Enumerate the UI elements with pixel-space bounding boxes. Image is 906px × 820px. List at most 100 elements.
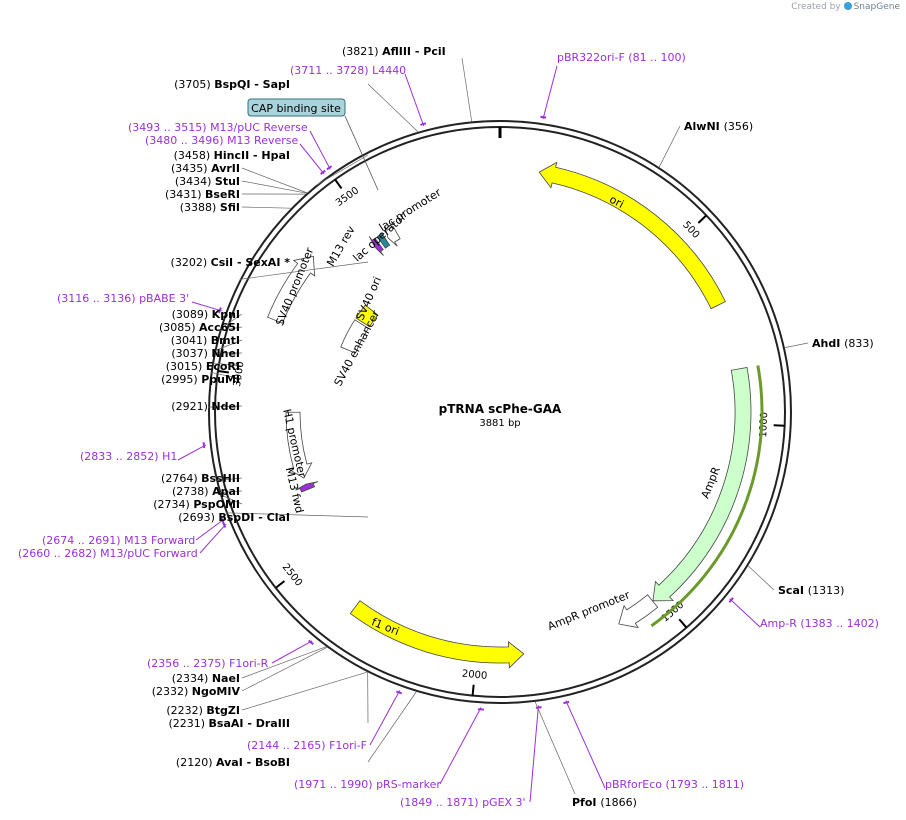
cap-binding-site[interactable]: CAP binding site <box>247 98 346 117</box>
primer-text-b: M13 Reverse <box>227 134 298 147</box>
feature-label: lac operator <box>351 210 410 265</box>
restriction-site[interactable]: (3037) NheI <box>171 347 240 360</box>
site-position: (3037) <box>171 347 211 360</box>
restriction-site[interactable]: AhdI (833) <box>812 337 874 350</box>
restriction-site[interactable]: (3458) HincII - HpaI <box>174 149 290 162</box>
restriction-site[interactable]: (2764) BssHII <box>161 472 240 485</box>
site-position: (2995) <box>161 373 201 386</box>
leader-lines-layer <box>177 57 809 803</box>
restriction-site[interactable]: (3434) StuI <box>175 175 240 188</box>
primer-label: (1971 .. 1990) pRS-marker <box>294 778 441 791</box>
restriction-site[interactable]: AlwNI (356) <box>684 120 753 133</box>
f1-ori-feature[interactable] <box>349 600 525 669</box>
primer-label: (2144 .. 2165) F1ori-F <box>247 739 367 752</box>
site-leader-line <box>658 125 681 168</box>
restriction-site[interactable]: ScaI (1313) <box>778 584 844 597</box>
restriction-site[interactable]: (3089) KpnI <box>172 308 240 321</box>
primer-leader-line <box>271 640 313 664</box>
ampr-promoter-feature[interactable] <box>618 594 659 629</box>
restriction-site[interactable]: (3705) BspQI - SapI <box>174 78 290 91</box>
site-leader-line <box>784 342 809 348</box>
primer-binding-site[interactable]: (1971 .. 1990) pRS-marker <box>294 778 441 791</box>
sv40-promoter-feature[interactable] <box>267 255 316 324</box>
site-label: (3434) StuI <box>175 175 240 188</box>
site-leader-line <box>241 646 327 679</box>
site-position: (1866) <box>600 796 637 809</box>
primer-leader-line <box>199 523 227 554</box>
restriction-site[interactable]: (2995) PpuMI <box>161 373 240 386</box>
primer-binding-site[interactable]: (1849 .. 1871) pGEX 3' <box>400 796 526 809</box>
m13-fwd-feature[interactable] <box>295 481 319 493</box>
restriction-site[interactable]: (3015) EcoRI <box>166 360 240 373</box>
primer-mark <box>202 442 206 449</box>
primer-binding-site[interactable]: (3493 .. 3515) M13/pUC Reverse <box>128 121 308 134</box>
restriction-site[interactable]: (2332) NgoMIV <box>152 685 241 698</box>
primer-binding-site[interactable]: pBRforEco (1793 .. 1811) <box>605 778 744 791</box>
primer-label: (2674 .. 2691) M13 Forward <box>42 534 195 547</box>
sv40-ori-feature[interactable] <box>355 304 379 328</box>
feature-label: M13 rev <box>324 223 358 268</box>
site-leader-line <box>241 206 291 209</box>
site-label: AhdI (833) <box>812 337 874 350</box>
restriction-site[interactable]: (3388) SfiI <box>180 201 240 214</box>
ori-feature[interactable] <box>538 161 726 310</box>
primer-binding-site[interactable]: (2674 .. 2691) M13 Forward <box>42 534 195 547</box>
site-name: AvrII <box>211 162 240 175</box>
site-position: (3705) <box>174 78 214 91</box>
restriction-site[interactable]: (2693) BspDI - ClaI <box>178 511 290 524</box>
restriction-site[interactable]: PfoI (1866) <box>572 796 637 809</box>
ampr-feature[interactable] <box>652 366 752 602</box>
primer-binding-site[interactable]: pBR322ori-F (81 .. 100) <box>557 51 686 64</box>
restriction-site[interactable]: (2734) PspOMI <box>153 498 240 511</box>
site-leader-line <box>367 691 417 763</box>
primer-leader-line <box>195 518 225 541</box>
restriction-site[interactable]: (2738) ApaI <box>172 485 240 498</box>
restriction-site[interactable]: (3202) CsiI - SexAI * <box>171 256 291 269</box>
restriction-site[interactable]: (3435) AvrII <box>171 162 240 175</box>
site-position: (1313) <box>808 584 845 597</box>
site-name: BspDI <box>218 511 254 524</box>
snapgene-credit: Created by SnapGene <box>791 2 900 12</box>
restriction-site[interactable]: (3041) BmtI <box>171 334 240 347</box>
primer-binding-site[interactable]: (3711 .. 3728) L4440 <box>290 64 406 77</box>
restriction-site[interactable]: (3431) BseRI <box>165 188 240 201</box>
site-leader-line <box>219 490 243 493</box>
primer-mark <box>563 700 570 705</box>
primer-binding-site[interactable]: (2660 .. 2682) M13/pUC Forward <box>18 547 198 560</box>
site-leader-line <box>241 671 368 711</box>
restriction-site[interactable]: (2120) AvaI - BsoBI <box>176 756 290 769</box>
primer-binding-site[interactable]: (2833 .. 2852) H1 <box>80 450 177 463</box>
primer-binding-site[interactable]: (3480 .. 3496) M13 Reverse <box>145 134 298 147</box>
sv40-enhancer-feature[interactable] <box>340 319 369 354</box>
tick-mark <box>217 369 229 374</box>
restriction-site[interactable]: (3085) Acc65I <box>159 321 240 334</box>
restriction-site[interactable]: (2921) NdeI <box>171 400 240 413</box>
site-name: AflIII <box>382 45 411 58</box>
restriction-site[interactable]: (2231) BsaAI - DraIII <box>168 717 290 730</box>
primer-text-b: M13 Forward <box>124 534 195 547</box>
primer-binding-site[interactable]: (3116 .. 3136) pBABE 3' <box>57 292 189 305</box>
restriction-site[interactable]: (3821) AflIII - PciI <box>342 45 446 58</box>
primer-mark <box>222 521 227 528</box>
primer-binding-site[interactable]: (2356 .. 2375) F1ori-R <box>147 657 269 670</box>
site-name: Acc65I <box>199 321 240 334</box>
plasmid-size: 3881 bp <box>479 418 520 429</box>
site-position: (2231) <box>168 717 208 730</box>
feature-label: AmpR <box>699 465 723 501</box>
restriction-site[interactable]: (2334) NaeI <box>172 672 240 685</box>
site-name: BseRI <box>205 188 240 201</box>
primer-text-a: Amp-R <box>760 617 800 630</box>
primer-binding-site[interactable]: Amp-R (1383 .. 1402) <box>760 617 879 630</box>
primer-binding-site[interactable]: (2144 .. 2165) F1ori-F <box>247 739 367 752</box>
lac-operator-feature[interactable] <box>376 232 391 249</box>
cap-binding-box <box>247 98 346 117</box>
restriction-site[interactable]: (2232) BtgZI <box>166 704 240 717</box>
tick-label: 2000 <box>461 669 487 682</box>
site-name: EcoRI <box>206 360 240 373</box>
m13-rev-feature[interactable] <box>368 236 384 256</box>
site-leader-line <box>239 261 369 280</box>
lac-promoter-feature[interactable] <box>384 225 401 247</box>
site-position: (3015) <box>166 360 206 373</box>
h1-promoter-feature[interactable] <box>285 411 313 479</box>
tick-label: 3000 <box>232 361 247 388</box>
